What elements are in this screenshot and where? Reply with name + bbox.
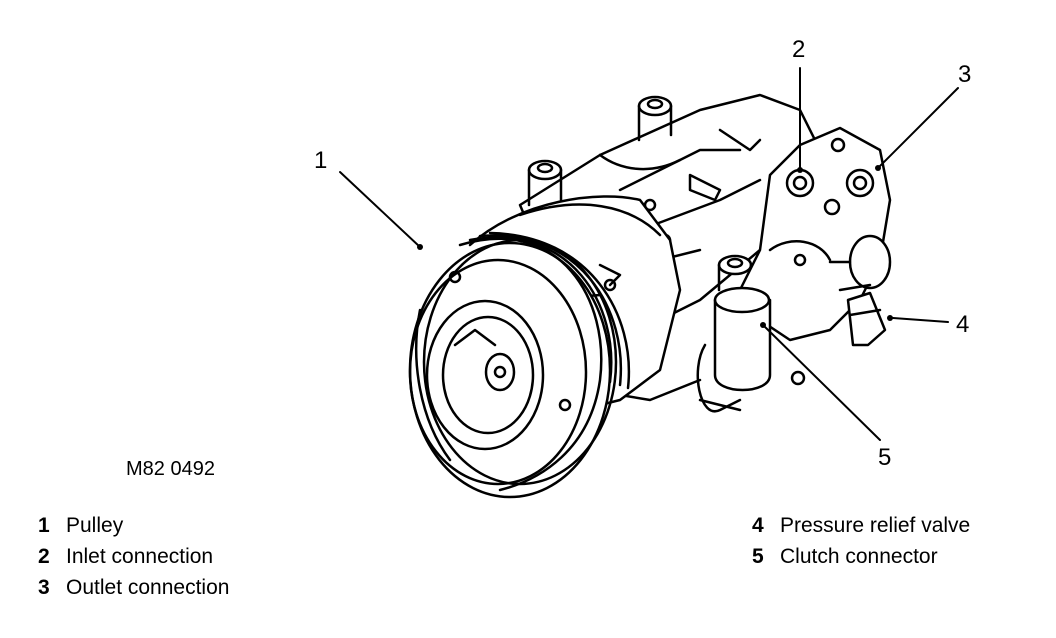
legend-number: 1 bbox=[38, 514, 50, 537]
callout-4: 4 bbox=[956, 311, 969, 338]
outlet-port bbox=[845, 168, 875, 198]
legend-item-pulley: 1 Pulley bbox=[38, 510, 229, 541]
legend-label: Pulley bbox=[66, 514, 124, 537]
clutch-connector-part bbox=[696, 286, 772, 413]
legend-item-inlet-connection: 2 Inlet connection bbox=[38, 541, 229, 572]
figure-reference: M82 0492 bbox=[126, 458, 215, 480]
leader-4 bbox=[892, 317, 949, 323]
legend-item-pressure-relief-valve: 4 Pressure relief valve bbox=[752, 510, 970, 541]
pulley bbox=[408, 231, 631, 499]
callout-3: 3 bbox=[958, 61, 971, 88]
legend-item-outlet-connection: 3 Outlet connection bbox=[38, 572, 229, 603]
callout-2: 2 bbox=[792, 36, 805, 63]
callout-1: 1 bbox=[314, 147, 327, 174]
legend-number: 4 bbox=[752, 514, 764, 537]
legend-left: 1 Pulley 2 Inlet connection 3 Outlet connec… bbox=[38, 510, 229, 603]
leader-3 bbox=[877, 87, 959, 169]
leader-lines bbox=[339, 67, 959, 441]
legend-label: Inlet connection bbox=[66, 545, 214, 568]
pressure-relief-valve bbox=[838, 283, 887, 347]
legend-label: Pressure relief valve bbox=[780, 514, 971, 537]
legend-item-clutch-connector: 5 Clutch connector bbox=[752, 541, 970, 572]
leader-5 bbox=[762, 324, 881, 441]
leader-1 bbox=[339, 171, 421, 248]
legend-label: Outlet connection bbox=[66, 576, 230, 599]
legend-number: 5 bbox=[752, 545, 764, 568]
legend-number: 2 bbox=[38, 545, 50, 568]
legend-number: 3 bbox=[38, 576, 50, 599]
callout-5: 5 bbox=[878, 444, 891, 471]
legend-label: Clutch connector bbox=[780, 545, 938, 568]
legend-right: 4 Pressure relief valve 5 Clutch connector bbox=[752, 510, 970, 572]
